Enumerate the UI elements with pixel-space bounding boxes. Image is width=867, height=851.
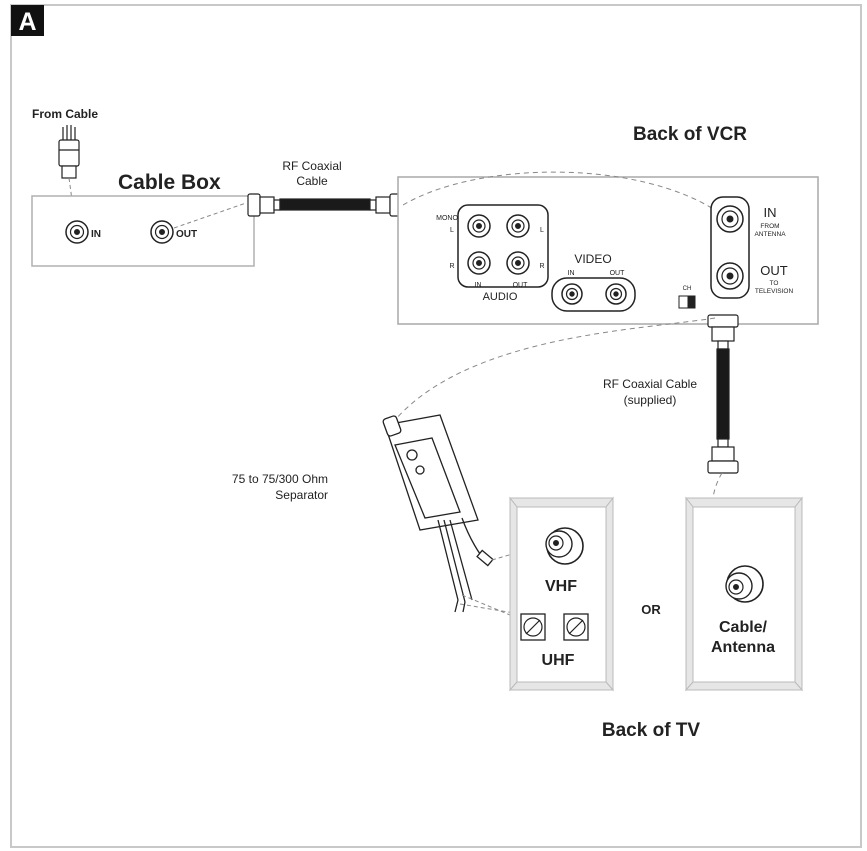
- rf-coax-label-line2: Cable: [296, 174, 328, 188]
- audio-r-left-label: R: [449, 263, 454, 270]
- to-tv-line2: TELEVISION: [755, 288, 794, 295]
- separator-label-line1: 75 to 75/300 Ohm: [232, 472, 328, 486]
- cable-box-in-jack: [65, 220, 89, 244]
- vcr-antenna-in-jack: [716, 205, 744, 233]
- audio-in-label: IN: [475, 282, 482, 289]
- video-out-label: OUT: [610, 270, 626, 277]
- vcr-to-separator-dashed: [394, 317, 716, 421]
- vhf-label: VHF: [545, 578, 577, 595]
- separator-label-line2: Separator: [275, 488, 328, 502]
- from-antenna-line1: FROM: [760, 223, 779, 230]
- ch-switch-label: CH: [683, 286, 692, 292]
- audio-l-right-label: L: [540, 227, 544, 234]
- rf-coax-cable-vertical: [707, 314, 739, 474]
- or-label: OR: [641, 602, 661, 617]
- badge-letter: A: [18, 8, 36, 36]
- rf-coax-cable-top: [247, 193, 403, 217]
- back-of-tv-label: Back of TV: [602, 720, 701, 741]
- tv-cable-antenna-jack: [725, 565, 764, 603]
- from-antenna-line2: ANTENNA: [754, 231, 786, 238]
- cable-box-out-jack: [150, 220, 174, 244]
- mono-label: MONO: [436, 215, 458, 222]
- rf-supplied-line2: (supplied): [624, 393, 677, 407]
- audio-l-left-label: L: [450, 227, 454, 234]
- rf-coax-label-line1: RF Coaxial: [282, 159, 341, 173]
- audio-jacks: [467, 214, 530, 275]
- video-jacks: [561, 283, 627, 305]
- separator-device: [382, 414, 494, 613]
- from-cable-label: From Cable: [32, 107, 98, 121]
- cable-antenna-line2: Antenna: [711, 639, 775, 656]
- separator-to-uhf-dashed-1: [461, 594, 523, 621]
- ch-switch: [678, 295, 696, 309]
- rf-supplied-line1: RF Coaxial Cable: [603, 377, 697, 391]
- vcr-tv-out-jack: [716, 262, 744, 290]
- vcr-in-label: IN: [764, 205, 777, 220]
- tv-vhf-jack: [545, 527, 584, 565]
- vcr-out-label: OUT: [760, 263, 788, 278]
- badge-box: [11, 5, 44, 36]
- video-label: VIDEO: [574, 252, 611, 266]
- incoming-cable: [58, 125, 80, 179]
- video-in-label: IN: [568, 270, 575, 277]
- box-out-dashed: [173, 202, 247, 229]
- vcr-internal-dashed: [402, 171, 719, 213]
- cable-antenna-line1: Cable/: [719, 619, 768, 636]
- back-of-vcr-label: Back of VCR: [633, 124, 747, 145]
- cable-box-in-label: IN: [91, 229, 101, 240]
- tv-uhf-terminals: [520, 613, 589, 641]
- outer-frame: [10, 4, 862, 848]
- cable-box-out-label: OUT: [176, 229, 197, 240]
- cable-box-label: Cable Box: [118, 171, 221, 194]
- audio-out-label: OUT: [513, 282, 529, 289]
- uhf-label: UHF: [542, 652, 575, 669]
- audio-r-right-label: R: [539, 263, 544, 270]
- to-tv-line1: TO: [770, 280, 779, 287]
- audio-label: AUDIO: [483, 291, 518, 303]
